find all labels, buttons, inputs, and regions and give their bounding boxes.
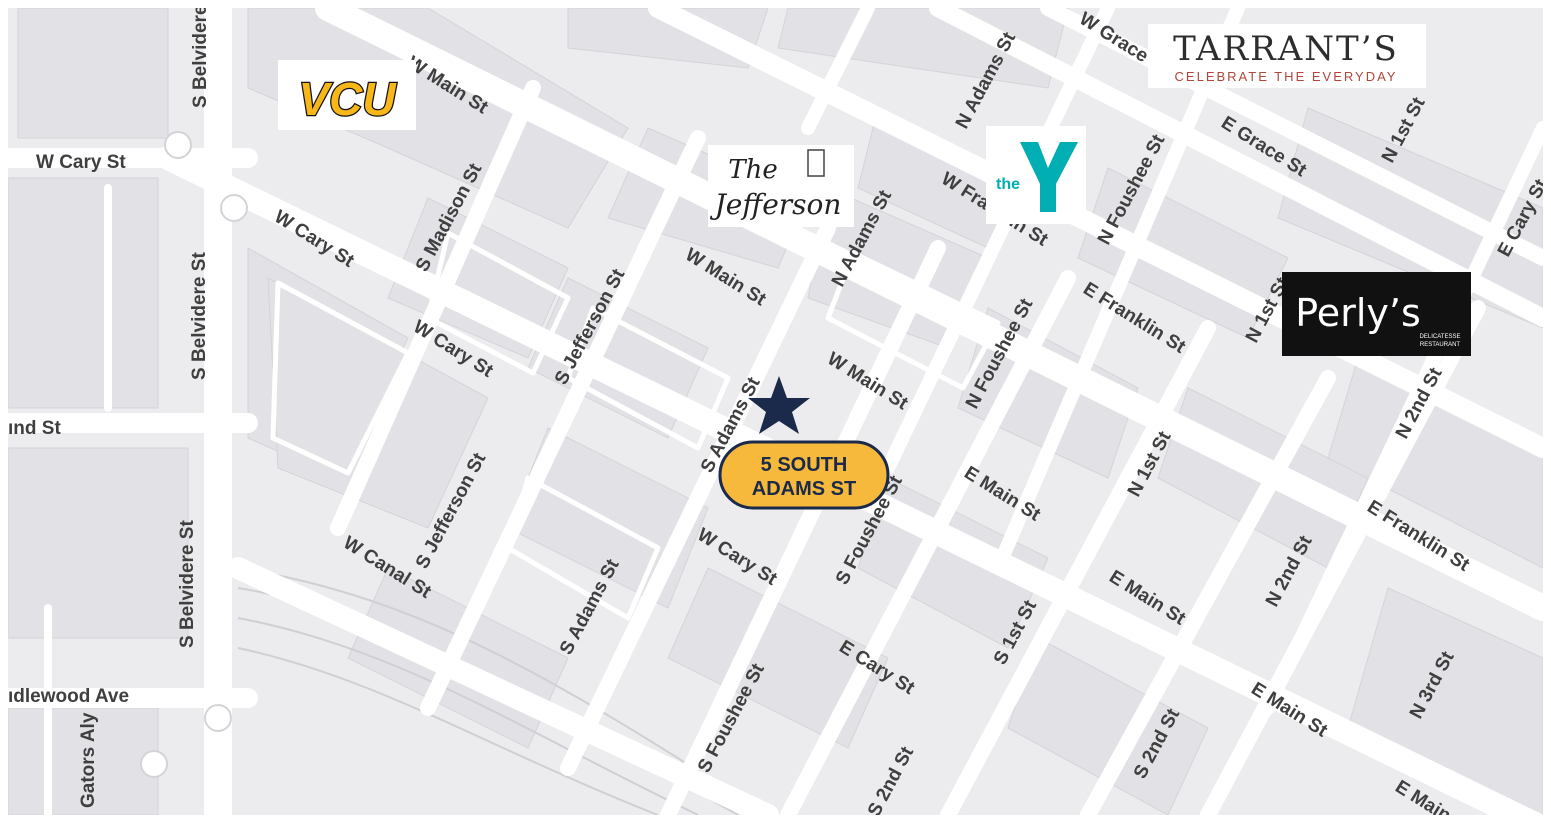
address-marker[interactable]: 5 SOUTH ADAMS ST: [718, 440, 890, 510]
street-label: Gators Aly: [78, 712, 99, 808]
map-view[interactable]: W Main St W Cary St S Madison St S Belvi…: [8, 8, 1543, 815]
jefferson-logo[interactable]: The Jefferson: [708, 145, 854, 227]
street-label: W Cary St: [36, 152, 126, 173]
ymca-the-text: the: [996, 176, 1020, 193]
street-label: ıdlewood Ave: [8, 686, 129, 707]
street-label: ınd St: [8, 418, 61, 439]
street-label: S Belvidere St: [190, 8, 211, 108]
jefferson-line1: The: [728, 155, 777, 185]
perlys-sub1: DELICATESSE: [1420, 334, 1461, 340]
tarrants-logo[interactable]: TARRANT’S CELEBRATE THE EVERYDAY: [1148, 24, 1426, 88]
perlys-sub2: RESTAURANT: [1420, 342, 1461, 348]
marker-line1: 5 SOUTH: [761, 454, 848, 476]
vcu-logo-text: VCU: [298, 73, 397, 125]
jefferson-line2: Jefferson: [710, 188, 842, 221]
perlys-name: Perly’s: [1295, 291, 1421, 335]
street-label: S Belvidere St: [189, 252, 210, 380]
ymca-logo[interactable]: the YMCA: [986, 126, 1086, 224]
location-star-icon: [748, 376, 810, 434]
vcu-logo[interactable]: VCU: [278, 60, 416, 130]
marker-line2: ADAMS ST: [752, 478, 856, 500]
tarrants-title: TARRANT’S: [1173, 29, 1399, 69]
street-label: S 2nd St: [864, 743, 919, 815]
jefferson-crest-icon: [807, 149, 825, 177]
map-canvas: W Main St W Cary St S Madison St S Belvi…: [8, 8, 1543, 815]
perlys-logo[interactable]: Perly’s DELICATESSE RESTAURANT: [1282, 272, 1471, 356]
road-circles: [140, 131, 248, 778]
ymca-y-icon: [1020, 142, 1078, 212]
tarrants-tagline: CELEBRATE THE EVERYDAY: [1175, 69, 1398, 84]
street-label: S Belvidere St: [177, 520, 198, 648]
